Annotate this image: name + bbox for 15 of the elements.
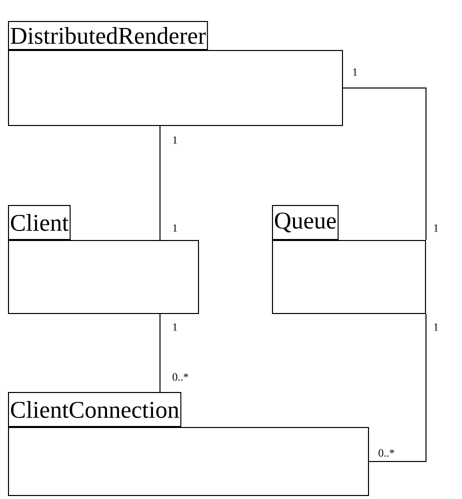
association-line — [368, 314, 426, 462]
multiplicity-label: 1 — [173, 136, 178, 144]
node-label: Client — [10, 214, 69, 231]
class-box: DistributedRenderer — [8, 21, 343, 126]
multiplicity-label: 1 — [434, 323, 438, 331]
multiplicity-label: 1 — [434, 224, 438, 232]
association-line — [342, 88, 426, 240]
class-box: ClientConnection — [8, 392, 369, 496]
node-label: DistributedRenderer — [10, 27, 206, 44]
class-box: Queue — [272, 205, 426, 314]
multiplicity-label: 0..* — [378, 449, 394, 457]
multiplicity-label: 0..* — [172, 373, 188, 381]
node-label: Queue — [274, 212, 336, 232]
node-label: ClientConnection — [10, 401, 179, 418]
multiplicity-label: 1 — [353, 68, 358, 76]
